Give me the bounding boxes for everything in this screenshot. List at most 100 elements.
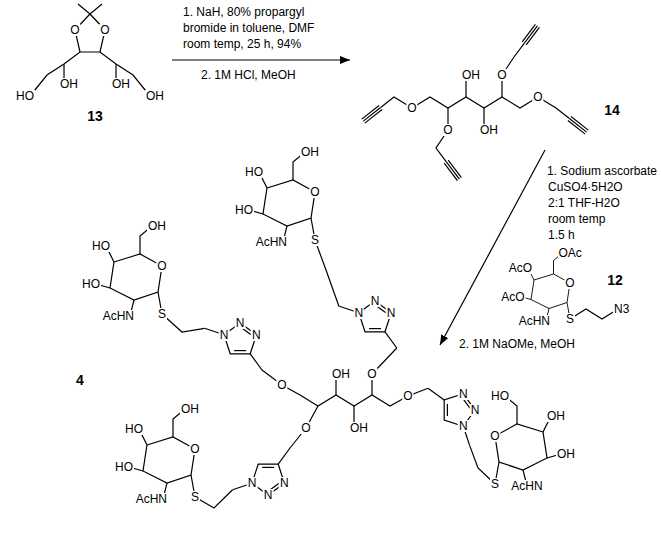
bond xyxy=(195,490,233,508)
atom-label: OH xyxy=(145,90,165,102)
atom-label: N xyxy=(458,420,469,432)
atom-label: S xyxy=(490,478,500,490)
atom-label: AcHN xyxy=(135,493,168,505)
bond xyxy=(315,240,339,307)
triple-bond xyxy=(522,24,535,42)
atom-label: O xyxy=(309,186,320,198)
triple-bond xyxy=(571,117,588,131)
atom-label: O xyxy=(442,124,453,136)
atom-label: OH xyxy=(147,220,167,232)
bond xyxy=(290,406,318,448)
reagent-text: CuSO4·5H2O xyxy=(547,179,624,195)
atom-label: AcO xyxy=(500,291,525,303)
atom-label: AcHN xyxy=(518,315,551,327)
atom-label: S xyxy=(157,308,167,320)
atom-label: O xyxy=(189,443,200,455)
atom-label: AcHN xyxy=(510,480,543,492)
atom-label: O xyxy=(366,368,377,380)
triple-bond xyxy=(363,108,380,122)
bonds xyxy=(30,4,618,508)
atom-label: OH xyxy=(349,422,369,434)
atom-label: AcHN xyxy=(102,310,135,322)
atom-label: N xyxy=(279,477,290,489)
atom-label: HO xyxy=(124,423,144,435)
atom-label: O xyxy=(489,430,500,442)
atom-label: OH xyxy=(300,146,320,158)
reagent-text: 2. 1M NaOMe, MeOH xyxy=(458,336,576,352)
reaction-arrow xyxy=(172,59,350,60)
atom-label: OH xyxy=(111,78,131,90)
atom-label: OH xyxy=(461,69,481,81)
triple-bond xyxy=(448,160,461,178)
atom-label: N xyxy=(263,489,274,501)
bond xyxy=(412,97,538,108)
atom-label: OH xyxy=(546,410,566,422)
atom-label: N xyxy=(353,307,364,319)
compound-number: 4 xyxy=(75,373,85,387)
atom-label: OH xyxy=(479,124,499,136)
atom-label: AcHN xyxy=(255,236,288,248)
atom-label: OH xyxy=(59,78,79,90)
atom-label: HO xyxy=(234,204,254,216)
compound-number: 12 xyxy=(606,273,624,287)
atom-label: N xyxy=(251,329,262,341)
reagent-text: 2:1 THF-H2O xyxy=(547,195,621,211)
atom-label: O xyxy=(69,24,80,36)
triple-bond xyxy=(526,27,539,45)
reagent-text: 1.5 h xyxy=(547,227,576,243)
triple-bond xyxy=(444,163,457,181)
atom-label: AcO xyxy=(508,262,533,274)
compound-number: 13 xyxy=(86,109,104,123)
atom-label: N xyxy=(458,388,469,400)
atom-label: OH xyxy=(556,448,576,460)
atom-label: S xyxy=(565,313,575,325)
atom-label: O xyxy=(300,422,311,434)
triple-bond xyxy=(446,162,459,180)
bond xyxy=(78,4,102,14)
bond xyxy=(282,385,428,406)
compound-number: 14 xyxy=(603,103,621,117)
atom-label: HO xyxy=(81,278,101,290)
triazole-ring xyxy=(428,388,475,445)
atom-label: S xyxy=(310,234,320,246)
atom-label: O xyxy=(496,69,507,81)
atom-label: S xyxy=(190,491,200,503)
atom-label: OH xyxy=(331,368,351,380)
bond xyxy=(570,309,618,319)
reagent-text: 2. 1M HCl, MeOH xyxy=(200,67,297,83)
atom-label: HO xyxy=(114,461,134,473)
atom-label: N xyxy=(386,307,397,319)
atom-label: N xyxy=(370,295,381,307)
atom-label: O xyxy=(156,260,167,272)
atom-label: O xyxy=(402,390,413,402)
atom-label: N xyxy=(219,329,230,341)
atom-label: HO xyxy=(490,390,510,402)
triazole-ring xyxy=(339,301,396,348)
bond xyxy=(30,52,150,96)
atom-label: OAc xyxy=(558,247,583,259)
atom-label: O xyxy=(532,91,543,103)
atom-label: O xyxy=(276,379,287,391)
atom-label: N xyxy=(470,404,481,416)
atom-label: N xyxy=(235,317,246,329)
triazole-ring xyxy=(205,323,262,370)
atom-label: HO xyxy=(91,240,111,252)
reagent-text: room temp xyxy=(547,211,606,227)
atom-label: N3 xyxy=(613,303,630,315)
triple-bond xyxy=(362,106,379,120)
triple-bond xyxy=(568,121,585,135)
reagent-text: 1. Sodium ascorbate xyxy=(546,163,658,179)
atom-label: HO xyxy=(244,166,264,178)
atom-label: OH xyxy=(180,403,200,415)
bond xyxy=(162,314,205,332)
triple-bond xyxy=(524,26,537,44)
atom-label: O xyxy=(406,102,417,114)
atom-label: O xyxy=(564,277,575,289)
reagent-text: 1. NaH, 80% propargyl bromide in toluene… xyxy=(182,4,336,52)
triple-bond xyxy=(569,119,586,133)
triple-bond xyxy=(365,110,382,124)
atom-label: O xyxy=(99,24,110,36)
atom-label: N xyxy=(247,477,258,489)
atom-label: HO xyxy=(15,90,35,102)
